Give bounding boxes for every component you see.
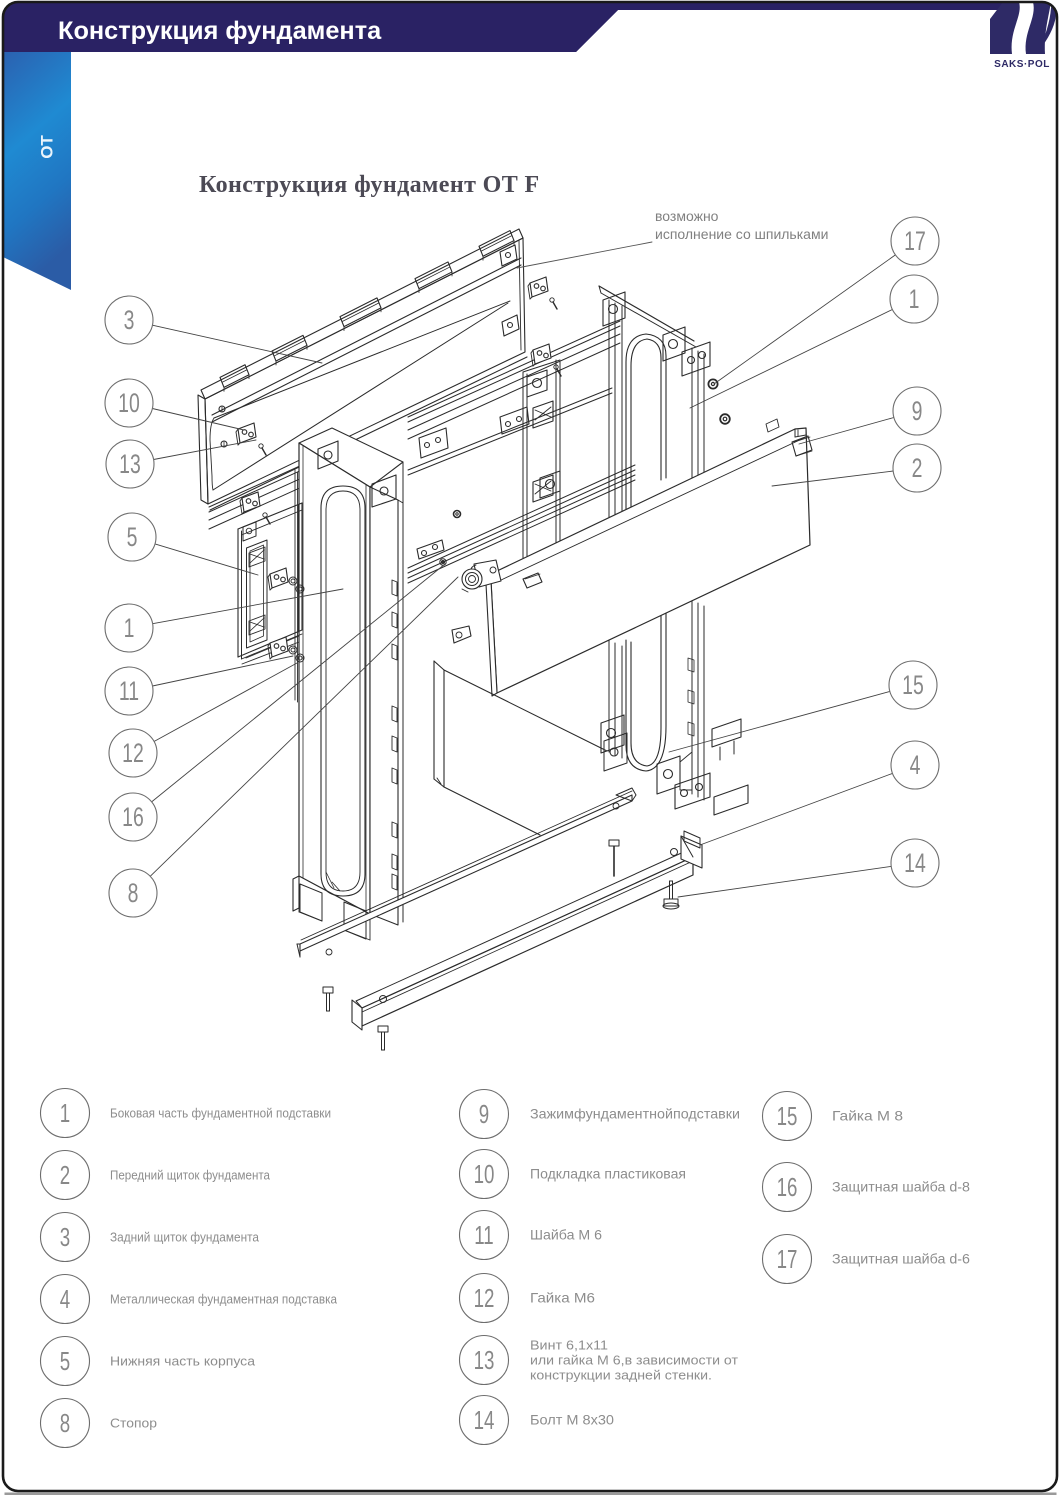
svg-text:9: 9 (479, 1099, 489, 1129)
svg-text:исполнение со шпильками: исполнение со шпильками (655, 226, 828, 242)
svg-text:SAKS·POL: SAKS·POL (994, 59, 1050, 70)
svg-text:16: 16 (122, 802, 144, 832)
svg-text:Зажимфундаментнойподставки: Зажимфундаментнойподставки (530, 1106, 740, 1122)
svg-text:14: 14 (474, 1405, 495, 1435)
svg-text:Передний щиток фундамента: Передний щиток фундамента (110, 1169, 270, 1183)
svg-text:4: 4 (910, 750, 921, 780)
svg-text:или гайка М 6,в зависимости от: или гайка М 6,в зависимости от (530, 1353, 738, 1368)
svg-text:16: 16 (777, 1172, 798, 1202)
svg-text:11: 11 (119, 676, 139, 706)
svg-text:8: 8 (128, 878, 139, 908)
svg-text:конструкции задней стенки.: конструкции задней стенки. (530, 1368, 712, 1383)
svg-text:Нижняя часть корпуса: Нижняя часть корпуса (110, 1355, 255, 1369)
svg-text:3: 3 (60, 1222, 70, 1252)
svg-text:13: 13 (119, 449, 141, 479)
svg-text:12: 12 (122, 738, 144, 768)
svg-text:11: 11 (474, 1220, 493, 1250)
svg-text:Конструкция фундамент ОТ F: Конструкция фундамент ОТ F (199, 172, 540, 198)
svg-text:Шайба М 6: Шайба М 6 (530, 1227, 602, 1243)
svg-text:14: 14 (904, 848, 926, 878)
svg-text:Гайка М 8: Гайка М 8 (832, 1108, 903, 1124)
svg-text:9: 9 (912, 396, 923, 426)
svg-text:2: 2 (912, 453, 923, 483)
svg-text:13: 13 (474, 1345, 495, 1375)
svg-text:Боковая часть фундаментной под: Боковая часть фундаментной подставки (110, 1107, 331, 1121)
svg-text:1: 1 (909, 284, 920, 314)
svg-text:ОТ: ОТ (38, 135, 57, 159)
svg-text:Стопор: Стопор (110, 1417, 157, 1431)
svg-text:Защитная шайба d-8: Защитная шайба d-8 (832, 1179, 970, 1195)
svg-text:1: 1 (60, 1098, 70, 1128)
svg-text:15: 15 (902, 670, 924, 700)
svg-text:5: 5 (60, 1346, 70, 1376)
svg-text:2: 2 (60, 1160, 70, 1190)
svg-text:Подкладка пластиковая: Подкладка пластиковая (530, 1166, 686, 1182)
svg-text:3: 3 (124, 305, 135, 335)
svg-text:10: 10 (118, 388, 140, 418)
svg-text:Металлическая фундаментная под: Металлическая фундаментная подставка (110, 1293, 337, 1307)
svg-text:Конструкция фундамента: Конструкция фундамента (58, 17, 382, 45)
svg-text:4: 4 (60, 1284, 70, 1314)
svg-text:Задний щиток фундамента: Задний щиток фундамента (110, 1231, 259, 1245)
svg-text:12: 12 (474, 1283, 495, 1313)
svg-text:17: 17 (904, 226, 926, 256)
svg-text:15: 15 (777, 1101, 798, 1131)
svg-text:возможно: возможно (655, 208, 719, 224)
svg-text:8: 8 (60, 1408, 70, 1438)
svg-text:Гайка М6: Гайка М6 (530, 1290, 595, 1306)
svg-text:Защитная шайба d-6: Защитная шайба d-6 (832, 1251, 970, 1267)
svg-text:10: 10 (474, 1159, 495, 1189)
svg-text:Винт 6,1х11: Винт 6,1х11 (530, 1338, 608, 1353)
svg-text:5: 5 (127, 522, 138, 552)
svg-text:1: 1 (124, 613, 135, 643)
svg-text:Болт М 8х30: Болт М 8х30 (530, 1412, 614, 1428)
svg-text:17: 17 (777, 1244, 798, 1274)
